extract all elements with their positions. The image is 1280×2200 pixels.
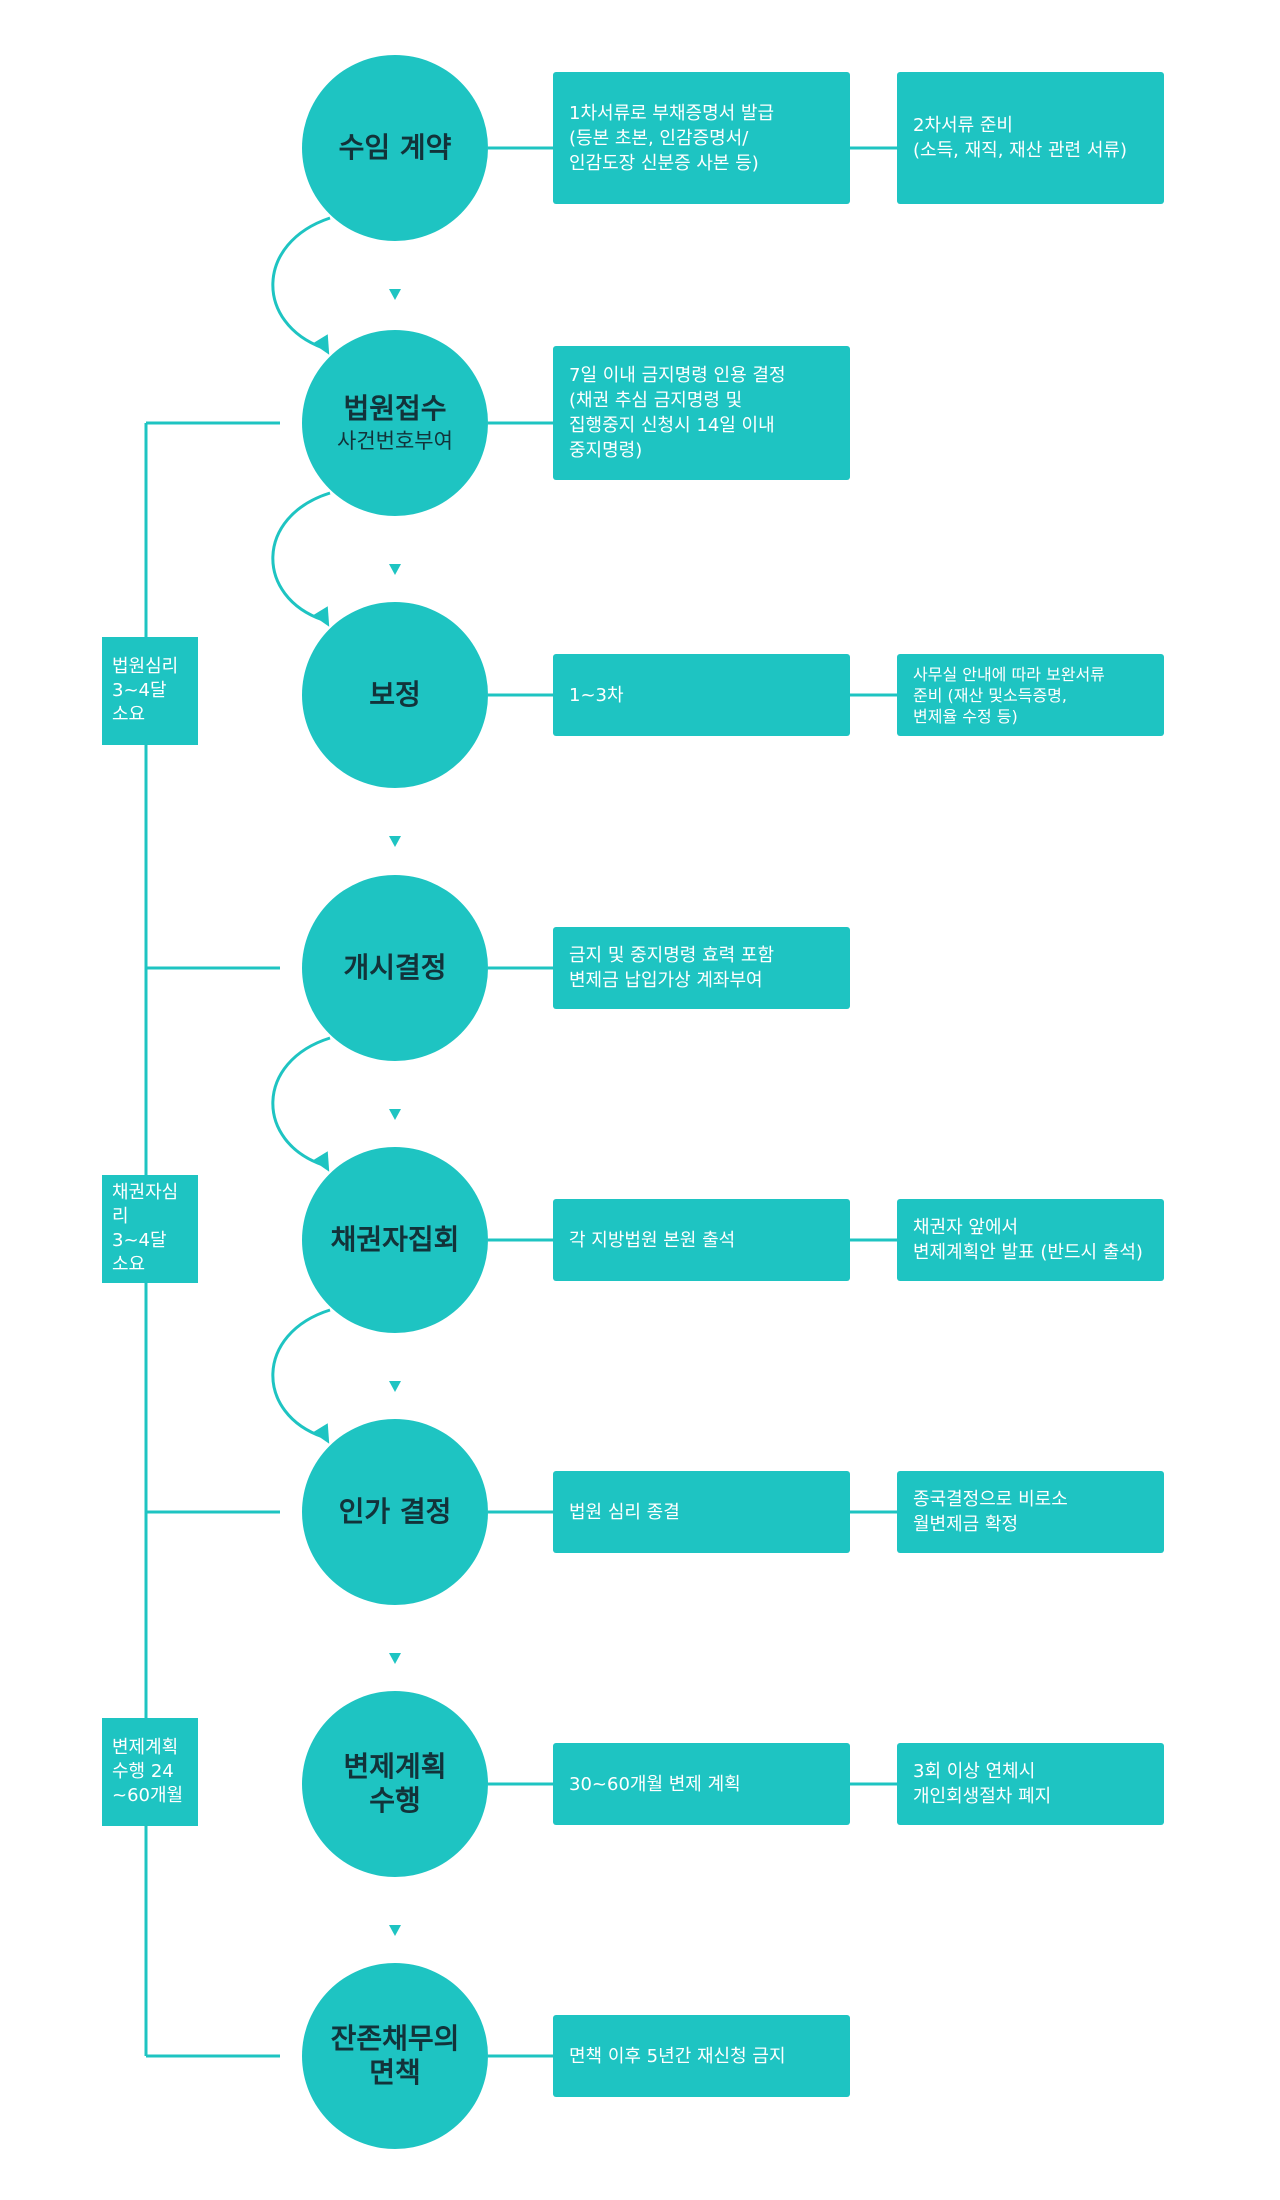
text-line: 30~60개월 변제 계획	[569, 1773, 741, 1795]
text-line: 2차서류 준비	[913, 115, 1013, 136]
stage-node-3: 보정	[302, 602, 488, 788]
text-line: 금지 및 중지명령 효력 포함	[569, 945, 775, 966]
down-arrow-icon	[389, 1109, 401, 1120]
text-line: 월변제금 확정	[913, 1514, 1019, 1535]
text-line: 1차서류로 부채증명서 발급	[569, 102, 775, 124]
down-arrow-icon	[389, 289, 401, 300]
arrowhead-icon	[312, 1423, 330, 1444]
text-line: 3~4달	[112, 680, 167, 701]
text-line: (소득, 재직, 재산 관련 서류)	[913, 140, 1127, 161]
down-arrow-icon	[389, 1653, 401, 1664]
stage-title: 채권자집회	[330, 1223, 460, 1256]
text-line: 3~4달	[112, 1230, 167, 1251]
text-line: 수행 24	[112, 1761, 174, 1782]
stage-note-1: 1차서류로 부채증명서 발급 (등본 초본, 인감증명서/인감도장 신분증 사본 …	[553, 72, 850, 204]
arrowhead-icon	[312, 334, 330, 355]
text-line: 사무실 안내에 따라 보완서류	[913, 664, 1105, 684]
text-line: 채권자심리	[112, 1182, 179, 1227]
stage-node-6: 인가 결정	[302, 1419, 488, 1605]
stage-note-5: 각 지방법원 본원 출석	[553, 1199, 850, 1281]
stage-title: 법원접수	[343, 392, 447, 425]
flow-arrows	[271, 216, 401, 1936]
stage-title: 수임 계약	[338, 131, 452, 164]
text-line: ~60개월	[112, 1785, 184, 1806]
text-line: 채권자 앞에서	[913, 1217, 1019, 1238]
stage-node-1: 수임 계약	[302, 55, 488, 241]
stage-title: 개시결정	[343, 951, 447, 984]
text-line: 7일 이내 금지명령 인용 결정	[569, 365, 786, 386]
curved-flow-arrow	[271, 1308, 331, 1439]
curved-flow-arrow	[271, 1036, 331, 1167]
text-line: (채권 추심 금지명령 및	[569, 390, 743, 411]
text-line: 변제계획안 발표 (반드시 출석)	[913, 1242, 1143, 1263]
text-line: 변제율 수정 등)	[913, 706, 1018, 726]
arrowhead-icon	[312, 1151, 330, 1172]
stage-note-7: 30~60개월 변제 계획	[553, 1743, 850, 1825]
arrowhead-icon	[312, 606, 330, 627]
stage-node-4: 개시결정	[302, 875, 488, 1061]
text-line: 집행중지 신청시 14일 이내	[569, 415, 775, 436]
stage-node-5: 채권자집회	[302, 1147, 488, 1333]
text-line: 소요	[112, 1254, 146, 1275]
curved-flow-arrow	[271, 491, 331, 622]
text-line: 변제계획	[112, 1737, 179, 1758]
stage-title: 보정	[369, 678, 421, 711]
stage-title: 수행	[369, 1784, 421, 1817]
down-arrow-icon	[389, 1381, 401, 1392]
down-arrow-icon	[389, 1925, 401, 1936]
stage-title: 변제계획	[343, 1750, 447, 1783]
stage-title: 인가 결정	[338, 1495, 452, 1528]
stage-note-8: 면책 이후 5년간 재신청 금지	[553, 2015, 850, 2097]
text-line: 1~3차	[569, 684, 624, 706]
curved-flow-arrow	[271, 216, 331, 350]
text-line: 각 지방법원 본원 출석	[569, 1229, 736, 1251]
text-line: 변제금 납입가상 계좌부여	[569, 970, 763, 991]
text-line: 법원 심리 종결	[569, 1501, 680, 1523]
down-arrow-icon	[389, 836, 401, 847]
text-line: 법원심리	[112, 656, 179, 677]
text-line: 준비 (재산 및소득증명,	[913, 685, 1067, 705]
extra-note-1: 2차서류 준비 (소득, 재직, 재산 관련 서류)	[897, 72, 1164, 204]
stage-subtitle: 사건번호부여	[337, 429, 453, 453]
text-line: 3회 이상 연체시	[913, 1761, 1036, 1782]
text-line: 종국결정으로 비로소	[913, 1489, 1068, 1510]
stage-note-6: 법원 심리 종결	[553, 1471, 850, 1553]
text-line: 인감도장 신분증 사본 등)	[569, 152, 759, 174]
down-arrow-icon	[389, 564, 401, 575]
stage-title: 면책	[369, 2056, 421, 2089]
stage-note-3: 1~3차	[553, 654, 850, 736]
text-line: 중지명령)	[569, 440, 643, 461]
text-line: (등본 초본, 인감증명서/	[569, 127, 749, 149]
text-line: 개인회생절차 폐지	[913, 1786, 1052, 1807]
stage-title: 잔존채무의	[330, 2022, 460, 2055]
text-line: 면책 이후 5년간 재신청 금지	[569, 2045, 786, 2067]
text-line: 소요	[112, 704, 146, 725]
